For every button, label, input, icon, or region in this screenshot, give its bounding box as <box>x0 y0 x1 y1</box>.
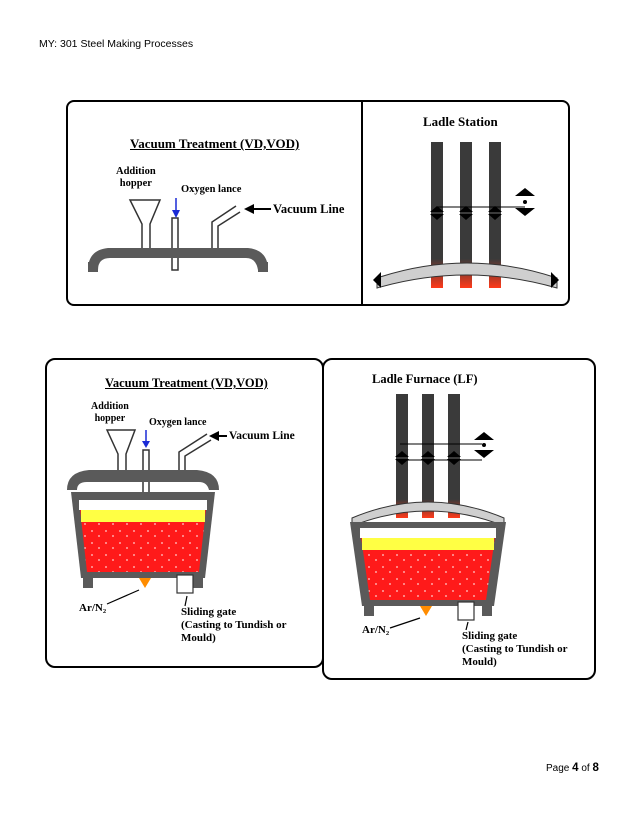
vacuum-line-label-bottom: Vacuum Line <box>229 430 295 442</box>
vacuum-treatment-title-bottom: Vacuum Treatment (VD,VOD) <box>105 376 268 390</box>
vacuum-line-label: Vacuum Line <box>273 202 345 216</box>
raise-arrow-icon-lf <box>474 432 494 440</box>
vacuum-lid-diagram <box>88 198 271 272</box>
sliding-gate-casting-text-lf: (Casting to Tundish or <box>462 643 568 655</box>
addition-hopper-label-bottom: Addition hopper <box>91 401 129 425</box>
vacuum-treatment-title: Vacuum Treatment (VD,VOD) <box>130 136 300 151</box>
oxygen-lance-label: Oxygen lance <box>181 184 242 195</box>
flame-icon <box>139 578 151 588</box>
addition-hopper-label: Addition hopper <box>116 166 156 190</box>
ladle-furnace-panel: Ladle Furnace (LF) Ar/N₂ Sliding gate (C… <box>322 358 596 680</box>
addition-label: Addition <box>116 166 156 177</box>
vacuum-treatment-top-panel: Vacuum Treatment (VD,VOD) Addition hoppe… <box>66 100 365 306</box>
sliding-gate-icon <box>176 574 194 594</box>
sliding-gate-label-lf: Sliding gate (Casting to Tundish or Moul… <box>462 630 567 669</box>
argon-label: Ar/N₂ <box>79 602 107 614</box>
vacuum-treatment-bottom-panel: Vacuum Treatment (VD,VOD) Addition hoppe… <box>45 358 324 668</box>
flame-icon-lf <box>420 606 432 616</box>
hopper-label-bottom: hopper <box>94 413 126 424</box>
lower-arrow-icon-lf <box>474 450 494 458</box>
page-footer: Page 4 of 8 <box>546 762 599 774</box>
hopper-label: hopper <box>119 178 152 189</box>
ladle-furnace-diagram <box>350 394 506 631</box>
vd-vod-ladle-diagram <box>67 429 227 607</box>
ladle-station-diagram <box>373 142 559 289</box>
lower-arrow-icon <box>515 208 535 216</box>
current-page: 4 <box>572 762 579 774</box>
sliding-gate-mould-text-lf: Mould) <box>462 656 497 668</box>
oxygen-lance-label-bottom: Oxygen lance <box>149 417 207 428</box>
addition-label-bottom: Addition <box>91 401 129 412</box>
page-of: of <box>578 763 593 774</box>
sliding-gate-text: Sliding gate <box>181 606 237 618</box>
page-header: MY: 301 Steel Making Processes <box>39 38 194 50</box>
ladle-furnace-title: Ladle Furnace (LF) <box>372 372 478 386</box>
sliding-gate-casting-text: (Casting to Tundish or <box>181 619 287 631</box>
total-pages: 8 <box>592 762 599 774</box>
ladle-station-title: Ladle Station <box>423 114 498 129</box>
sliding-gate-mould-text: Mould) <box>181 632 216 644</box>
argon-label-lf: Ar/N₂ <box>362 624 390 636</box>
raise-arrow-icon <box>515 188 535 196</box>
ladle-station-panel: Ladle Station <box>361 100 570 306</box>
sliding-gate-icon-lf <box>457 601 475 621</box>
sliding-gate-label: Sliding gate (Casting to Tundish or Moul… <box>181 606 286 645</box>
page-prefix: Page <box>546 763 573 774</box>
sliding-gate-text-lf: Sliding gate <box>462 630 518 642</box>
